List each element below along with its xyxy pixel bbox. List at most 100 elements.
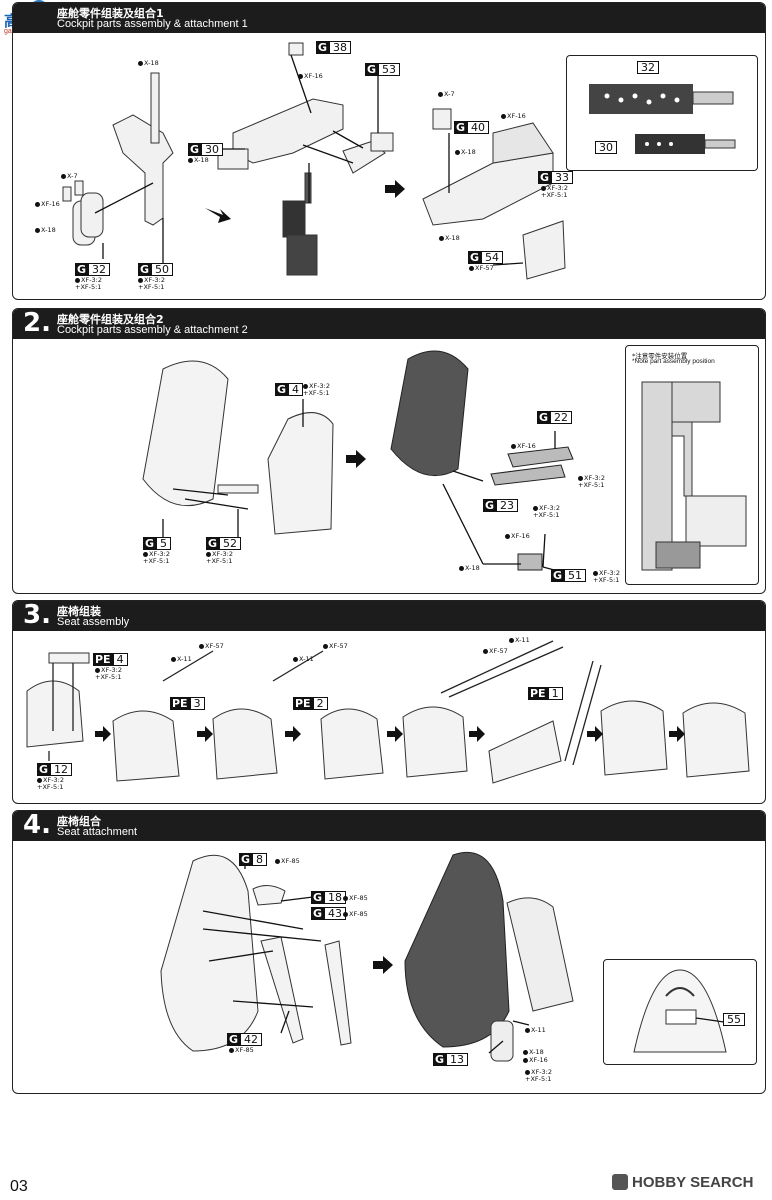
paint-callout: XF-3:2+XF-5:1: [37, 776, 64, 791]
paint-callout: X-18: [35, 227, 56, 234]
paint-callout: XF-57: [199, 643, 224, 650]
paint-callout: XF-16: [298, 73, 323, 80]
part-tag-55: 55: [723, 1013, 745, 1026]
step-3-drawing: [26, 640, 750, 784]
step-3-number: 3.: [23, 600, 51, 630]
step-1-header: 座舱零件组装及组合1 Cockpit parts assembly & atta…: [13, 3, 765, 33]
page-number: 03: [10, 1178, 28, 1195]
step-4-panel: 4. 座椅组合 Seat attachment: [12, 810, 766, 1094]
paint-callout: X-11: [509, 637, 530, 644]
step-4-header: 4. 座椅组合 Seat attachment: [13, 811, 765, 841]
paint-callout: XF-3:2+XF-5:1: [143, 550, 170, 565]
paint-callout: X-11: [171, 656, 192, 663]
step-3-arrow-3: [285, 726, 301, 742]
part-tag-inset-32: 32: [637, 61, 659, 74]
paint-callout: XF-57: [323, 643, 348, 650]
paint-callout: XF-85: [229, 1047, 254, 1054]
position-note-inset: *注意零件安装位置 *Note part assembly position: [625, 345, 759, 585]
paint-callout: X-18: [455, 149, 476, 156]
step-4-next-arrow: [373, 956, 393, 974]
step-2-drawing: [142, 350, 574, 576]
step-2-header: 2. 座舱零件组装及组合2 Cockpit parts assembly & a…: [13, 309, 765, 339]
note-text-en: *Note part assembly position: [632, 358, 715, 365]
paint-callout: XF-16: [505, 533, 530, 540]
panel-detail-drawing: [589, 84, 736, 154]
paint-callout: X-7: [61, 173, 78, 180]
note-drawing: [641, 381, 747, 571]
paint-callout: X-18: [138, 60, 159, 67]
paint-callout: XF-3:2+XF-5:1: [525, 1068, 552, 1083]
step-1-direction-arrow: [205, 208, 231, 223]
paint-callout: XF-85: [343, 895, 368, 902]
paint-callout: XF-3:2+XF-5:1: [541, 184, 568, 199]
paint-callout: X-18: [439, 235, 460, 242]
step-1-title-en: Cockpit parts assembly & attachment 1: [57, 18, 248, 30]
step-1-panel: 座舱零件组装及组合1 Cockpit parts assembly & atta…: [12, 2, 766, 300]
step-3-arrow-6: [587, 726, 603, 742]
step-4-number: 4.: [23, 810, 51, 840]
paint-callout: XF-57: [483, 648, 508, 655]
step-2-number: 2.: [23, 308, 51, 338]
paint-callout: X-18: [188, 157, 209, 164]
seat-back-detail-drawing: [633, 969, 727, 1053]
paint-callout: X-18: [459, 565, 480, 572]
paint-callout: XF-3:2+XF-5:1: [533, 504, 560, 519]
paint-callout: XF-57: [469, 265, 494, 272]
brand-logo: HOBBY SEARCH: [612, 1172, 753, 1192]
step-3-header: 3. 座椅组装 Seat assembly: [13, 601, 765, 631]
step-4-title-en: Seat attachment: [57, 826, 138, 838]
paint-callout: X-11: [525, 1027, 546, 1034]
step-3-arrow-5: [469, 726, 485, 742]
step-2-title-en: Cockpit parts assembly & attachment 2: [57, 324, 248, 336]
paint-callout: XF-16: [35, 201, 60, 208]
paint-callout: XF-85: [343, 911, 368, 918]
step-3-title-en: Seat assembly: [57, 616, 130, 628]
paint-callout: XF-16: [511, 443, 536, 450]
step-3-arrow-1: [95, 726, 111, 742]
part-tag-inset-30: 30: [595, 141, 617, 154]
paint-callout: XF-3:2+XF-5:1: [138, 276, 165, 291]
paint-callout: X-11: [293, 656, 314, 663]
paint-callout: XF-85: [275, 858, 300, 865]
paint-callout: XF-3:2+XF-5:1: [206, 550, 233, 565]
paint-callout: XF-3:2+XF-5:1: [95, 666, 122, 681]
paint-callout: XF-16: [501, 113, 526, 120]
paint-callout: XF-3:2+XF-5:1: [578, 474, 605, 489]
paint-callout: XF-3:2+XF-5:1: [303, 382, 330, 397]
seat-back-detail-inset: [603, 959, 757, 1065]
paint-callout: XF-3:2+XF-5:1: [593, 569, 620, 584]
step-2-title-zh: 座舱零件组装及组合2: [57, 313, 164, 326]
step-3-panel: 3. 座椅组装 Seat assembly: [12, 600, 766, 804]
step-3-arrow-7: [669, 726, 685, 742]
step-2-panel: 2. 座舱零件组装及组合2 Cockpit parts assembly & a…: [12, 308, 766, 594]
paint-callout: XF-16: [523, 1057, 548, 1064]
step-4-drawing: [160, 851, 574, 1062]
step-3-arrow-4: [387, 726, 403, 742]
step-1-drawing: [62, 42, 566, 280]
step-2-next-arrow: [346, 450, 366, 468]
step-1-next-arrow: [385, 180, 405, 198]
note-text-zh: *注意零件安装位置: [632, 352, 688, 360]
